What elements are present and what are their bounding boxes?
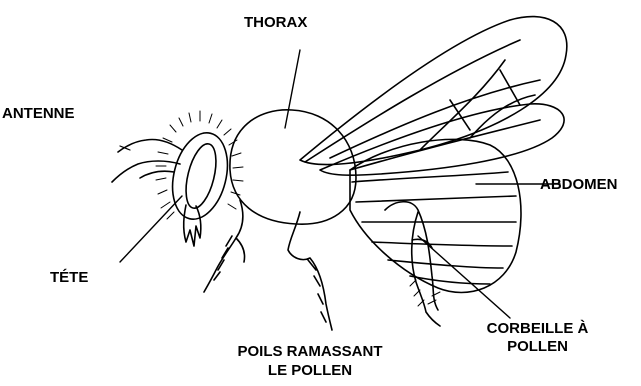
abdomen-bands: [352, 172, 516, 284]
label-thorax: THORAX: [244, 13, 307, 32]
compound-eye: [180, 141, 221, 211]
label-poils-line2: LE POLLEN: [215, 361, 405, 380]
antenna-extra: [140, 171, 174, 178]
thorax-shape: [230, 110, 356, 224]
forewing: [300, 17, 567, 165]
antenna-upper: [118, 139, 182, 152]
label-antenne: ANTENNE: [2, 104, 75, 123]
tete-leader: [120, 196, 182, 262]
label-tete: TÉTE: [50, 268, 88, 287]
mouth-parts: [184, 205, 201, 246]
label-abdomen: ABDOMEN: [540, 175, 618, 194]
label-corbeille-line1: CORBEILLE À: [470, 319, 605, 338]
wing-veins: [305, 40, 540, 170]
middle-leg: [288, 212, 332, 330]
thorax-leader: [285, 50, 300, 128]
head-shape: [164, 127, 236, 225]
label-poils-line1: POILS RAMASSANT: [215, 342, 405, 361]
label-corbeille-line2: POLLEN: [470, 337, 605, 356]
front-leg: [204, 200, 245, 292]
